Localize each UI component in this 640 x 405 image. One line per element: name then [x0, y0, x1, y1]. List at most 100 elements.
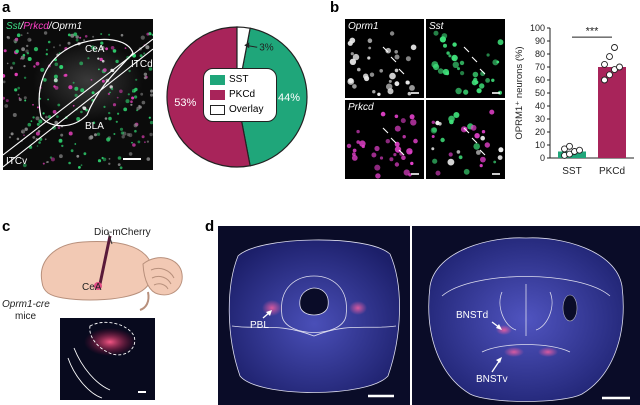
cell-dot	[79, 36, 82, 39]
tile-cell	[451, 56, 456, 61]
tile-cell	[458, 155, 463, 160]
tile-cell	[409, 150, 413, 154]
tile-cell	[357, 67, 361, 72]
tile-cell	[346, 143, 352, 149]
tile-oprm1-svg	[347, 31, 419, 97]
legend-swatch-sst	[210, 74, 225, 85]
y-tick-label: 100	[530, 23, 545, 33]
cell-dot	[45, 161, 48, 164]
data-point	[611, 44, 618, 51]
y-tick-label: 40	[535, 101, 545, 111]
cea-outline	[38, 38, 134, 127]
cell-dot	[150, 93, 153, 97]
cell-dot	[53, 85, 56, 88]
tile-cell	[363, 73, 369, 79]
cell-dot	[17, 86, 20, 90]
cell-dot	[21, 129, 26, 134]
cell-dot	[140, 35, 145, 40]
cell-dot	[36, 106, 39, 109]
cell-dot	[131, 96, 135, 100]
pbl-signal	[262, 300, 282, 316]
tile-cell	[438, 122, 442, 126]
cell-dot	[121, 135, 125, 139]
tile-cell	[498, 147, 504, 153]
cell-dot	[74, 93, 78, 97]
tile-cell	[394, 68, 399, 73]
cell-dot	[24, 99, 27, 102]
cell-dot	[107, 92, 111, 96]
y-tick-label: 20	[535, 127, 545, 137]
cell-dot	[146, 140, 149, 143]
region-outline-1	[89, 322, 136, 356]
tile-cell	[431, 147, 435, 151]
tile-cell	[409, 114, 415, 120]
cell-dot	[42, 112, 45, 115]
tile-cell	[463, 89, 469, 95]
cell-dot	[20, 34, 23, 36]
y-axis-label: OPRM1⁺ neurons (%)	[514, 46, 525, 139]
tile-cell	[445, 71, 450, 76]
fourth-ventricle	[299, 287, 329, 316]
cell-dot	[138, 104, 141, 108]
cell-dot	[99, 57, 103, 62]
cell-dot	[130, 103, 133, 106]
tile-cell	[459, 60, 465, 66]
tile-cell	[440, 137, 445, 143]
y-tick-label: 50	[535, 88, 545, 98]
cell-dots	[3, 31, 153, 170]
cell-dot	[35, 61, 40, 66]
boundary-line-2	[73, 347, 111, 391]
cell-dot	[70, 149, 74, 153]
tile-cell	[389, 72, 396, 80]
cell-dot	[106, 137, 111, 142]
tile-cell	[369, 72, 375, 77]
cell-dot	[54, 120, 58, 125]
cell-dot	[3, 49, 7, 53]
panel-label-b: b	[330, 0, 340, 16]
bnstd-label: BNSTd	[456, 310, 489, 321]
cell-dot	[16, 137, 20, 141]
cell-dot	[115, 120, 118, 123]
cell-dot	[115, 59, 119, 64]
tile-cell	[460, 71, 465, 76]
cell-dot	[82, 106, 87, 111]
cell-dot	[10, 132, 14, 136]
cell-dot	[45, 53, 48, 56]
tile-cell	[472, 71, 479, 78]
tile-cell	[352, 84, 357, 89]
tile-cell	[471, 79, 478, 86]
cell-dot	[145, 45, 150, 50]
brain-cerebellum	[142, 257, 183, 296]
y-tick-label: 30	[535, 114, 545, 124]
tile-arrow	[471, 137, 478, 144]
cell-dot	[12, 61, 16, 65]
mouse-brain-illustration	[40, 231, 183, 311]
cell-dot	[139, 54, 143, 58]
cell-dot	[146, 157, 151, 161]
cell-dot	[150, 89, 153, 93]
cell-dot	[98, 68, 100, 71]
cell-dot	[132, 91, 134, 93]
itc-boundary-1	[3, 48, 153, 168]
tile-cell	[352, 148, 357, 153]
cell-dot	[45, 115, 48, 119]
mice-label: mice	[15, 311, 37, 322]
tile-cell	[367, 56, 371, 60]
x-tick-label: PKCd	[599, 166, 625, 177]
tile-cell	[374, 145, 380, 152]
cell-dot	[90, 79, 93, 81]
cell-dot	[117, 112, 120, 115]
cell-dot	[144, 141, 146, 144]
cell-dot	[29, 39, 32, 42]
title-sep-1: /	[20, 21, 24, 32]
tile-cell	[352, 53, 360, 61]
data-point	[606, 53, 613, 61]
panel-label-d: d	[205, 218, 215, 235]
brainstem-slice	[229, 239, 400, 393]
pie-label-overlay: 3%	[259, 42, 274, 53]
tile-cell	[460, 126, 468, 133]
cell-dot	[104, 117, 108, 120]
legend-pkcd: PKCd	[210, 89, 255, 100]
cell-dot	[101, 79, 105, 83]
tile-cell	[347, 78, 355, 85]
